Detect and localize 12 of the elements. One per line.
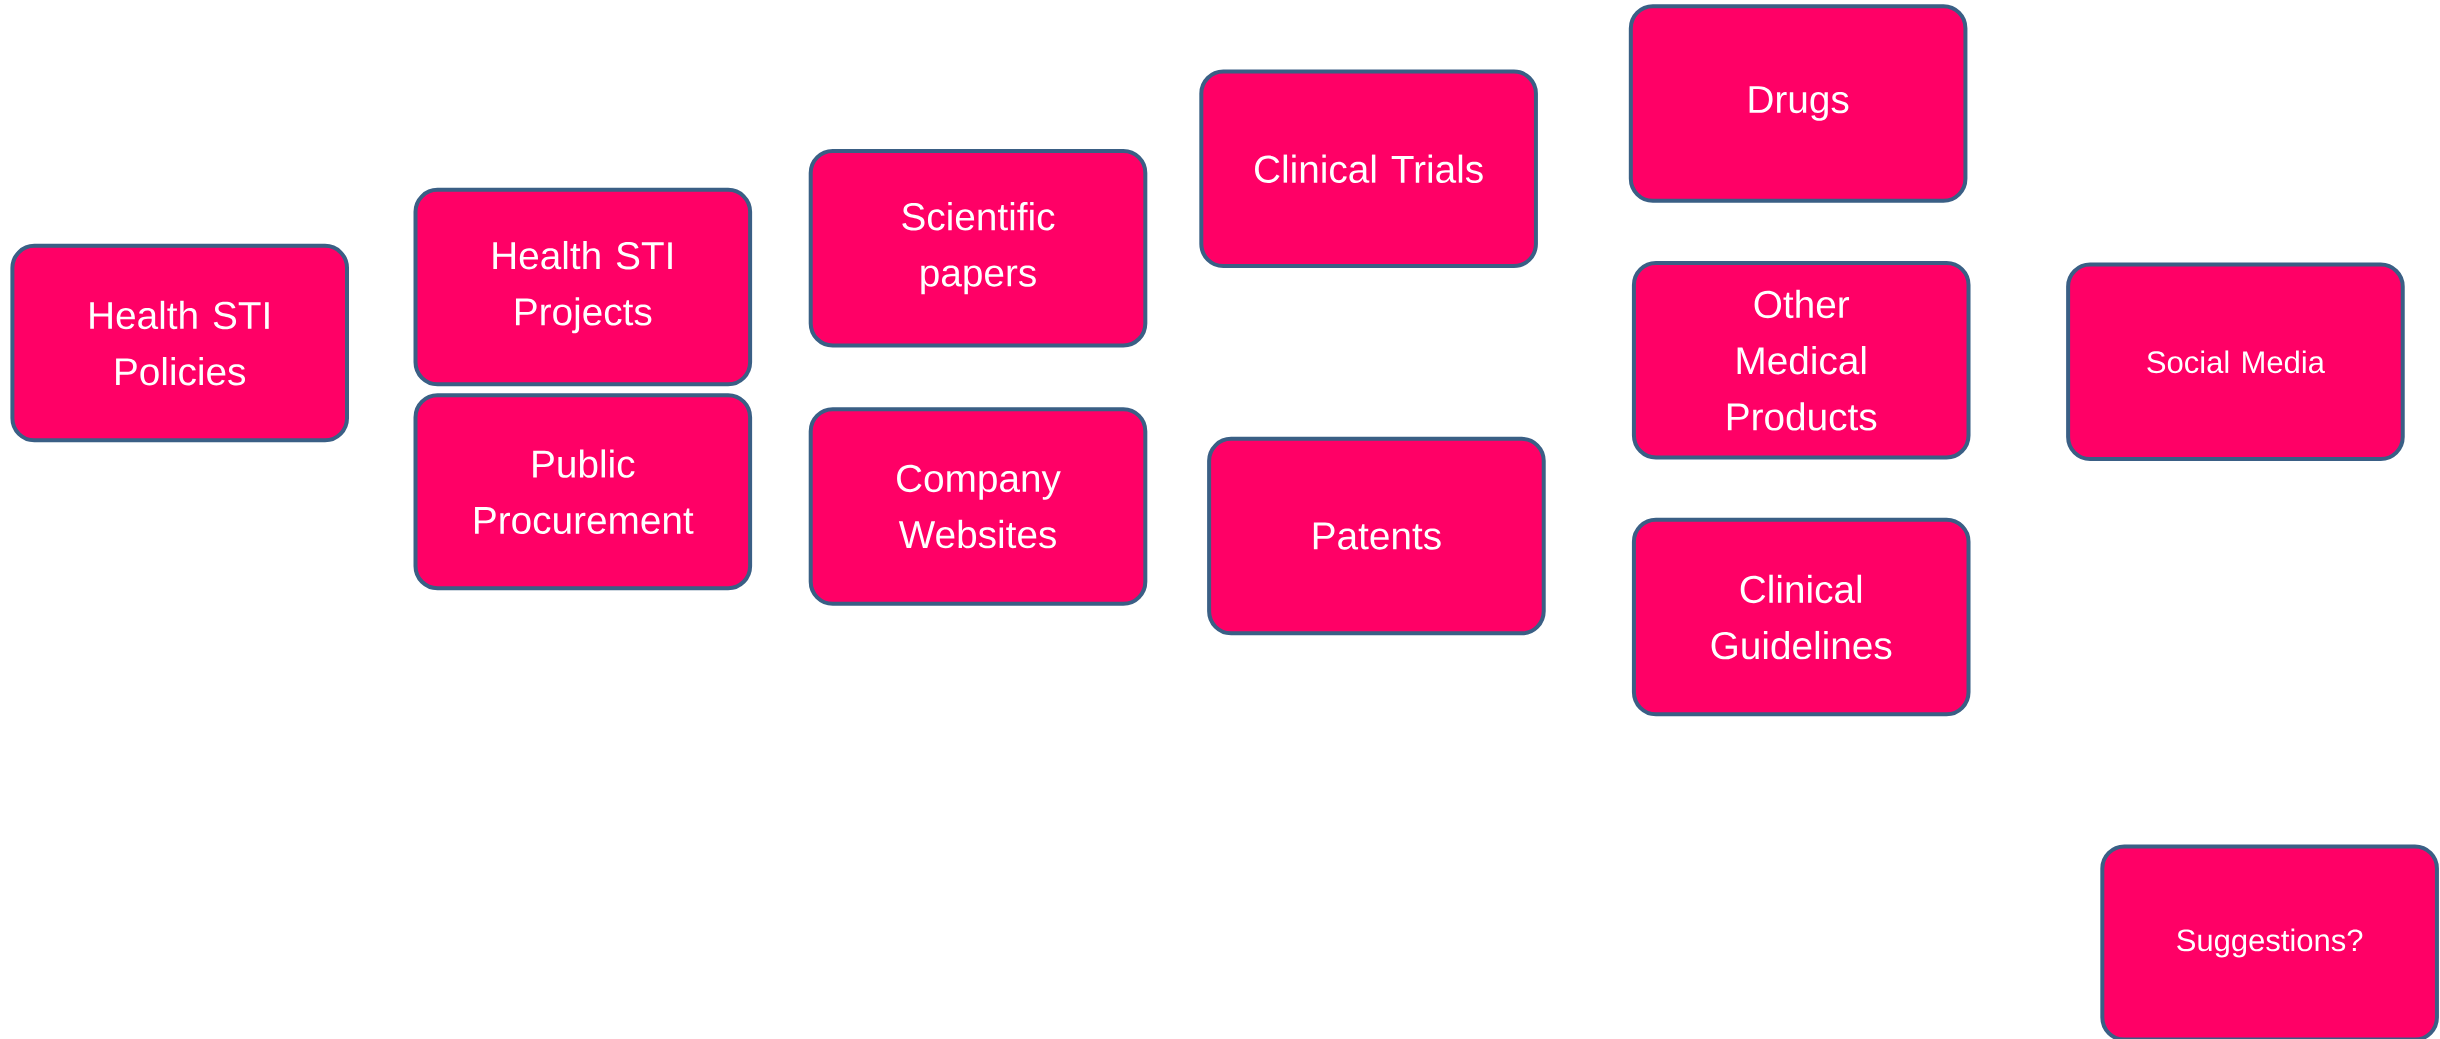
- rounded-box: Clinical Trials: [1199, 69, 1538, 269]
- rounded-box: Other Medical Products: [1631, 260, 1971, 460]
- rounded-box: Clinical Guidelines: [1631, 517, 1971, 717]
- rounded-box: Patents: [1207, 436, 1546, 636]
- rounded-box: Social Media: [2066, 262, 2405, 462]
- rounded-box: Suggestions?: [2100, 844, 2439, 1039]
- rounded-box: Drugs: [1628, 4, 1968, 203]
- rounded-box: Health STI Policies: [10, 243, 349, 443]
- rounded-box: Company Websites: [808, 407, 1148, 606]
- rounded-box: Scientific papers: [808, 148, 1148, 348]
- rounded-box: Public Procurement: [413, 393, 753, 591]
- rounded-box: Health STI Projects: [413, 187, 753, 387]
